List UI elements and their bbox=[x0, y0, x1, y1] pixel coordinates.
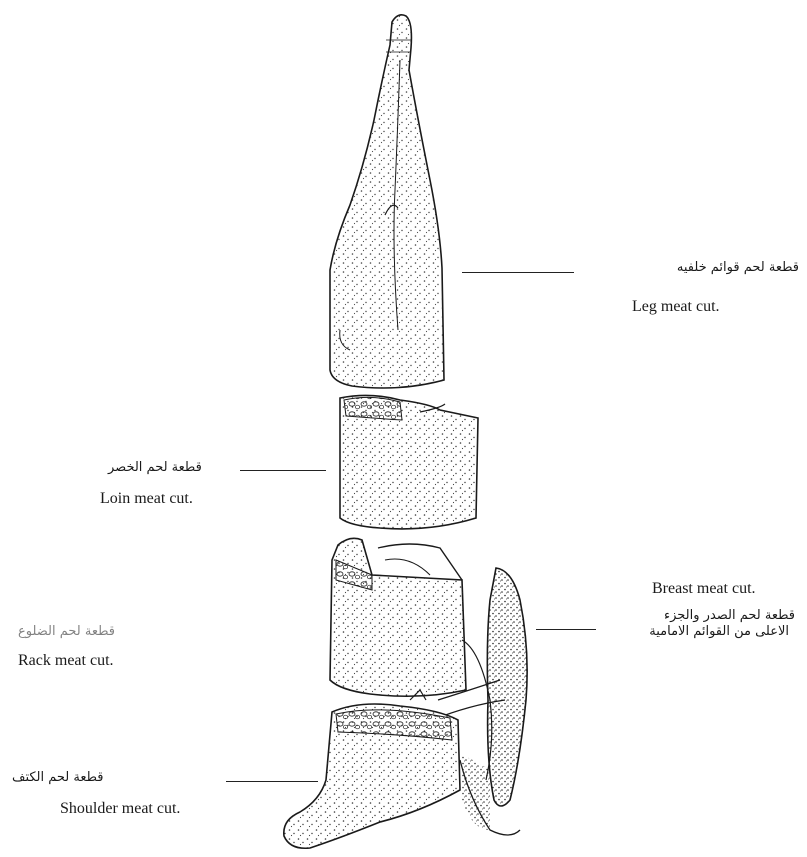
shoulder-label-arabic: قطعة لحم الكتف bbox=[12, 770, 104, 785]
rack-cut-drawing bbox=[330, 538, 466, 696]
loin-cut-drawing bbox=[340, 395, 478, 528]
loin-leader-line bbox=[240, 470, 326, 471]
leg-cut-drawing bbox=[330, 15, 444, 388]
leg-label-english: Leg meat cut. bbox=[632, 298, 720, 316]
rack-label-english: Rack meat cut. bbox=[18, 652, 114, 670]
breast-label-arabic-line1: قطعة لحم الصدر والجزء bbox=[664, 608, 795, 623]
breast-label-english: Breast meat cut. bbox=[652, 580, 756, 598]
shoulder-cut-drawing bbox=[284, 690, 460, 848]
shoulder-label-english: Shoulder meat cut. bbox=[60, 800, 180, 818]
loin-label-arabic: قطعة لحم الخصر bbox=[108, 460, 202, 475]
leg-label-arabic: قطعة لحم قوائم خلفيه bbox=[677, 260, 799, 275]
shoulder-leader-line bbox=[226, 781, 318, 782]
breast-leader-line bbox=[536, 629, 596, 630]
rack-label-arabic: قطعة لحم الضلوع bbox=[18, 624, 115, 639]
leg-leader-line bbox=[462, 272, 574, 273]
breast-label-arabic-line2: الاعلى من القوائم الامامية bbox=[649, 624, 789, 639]
loin-label-english: Loin meat cut. bbox=[100, 490, 193, 508]
